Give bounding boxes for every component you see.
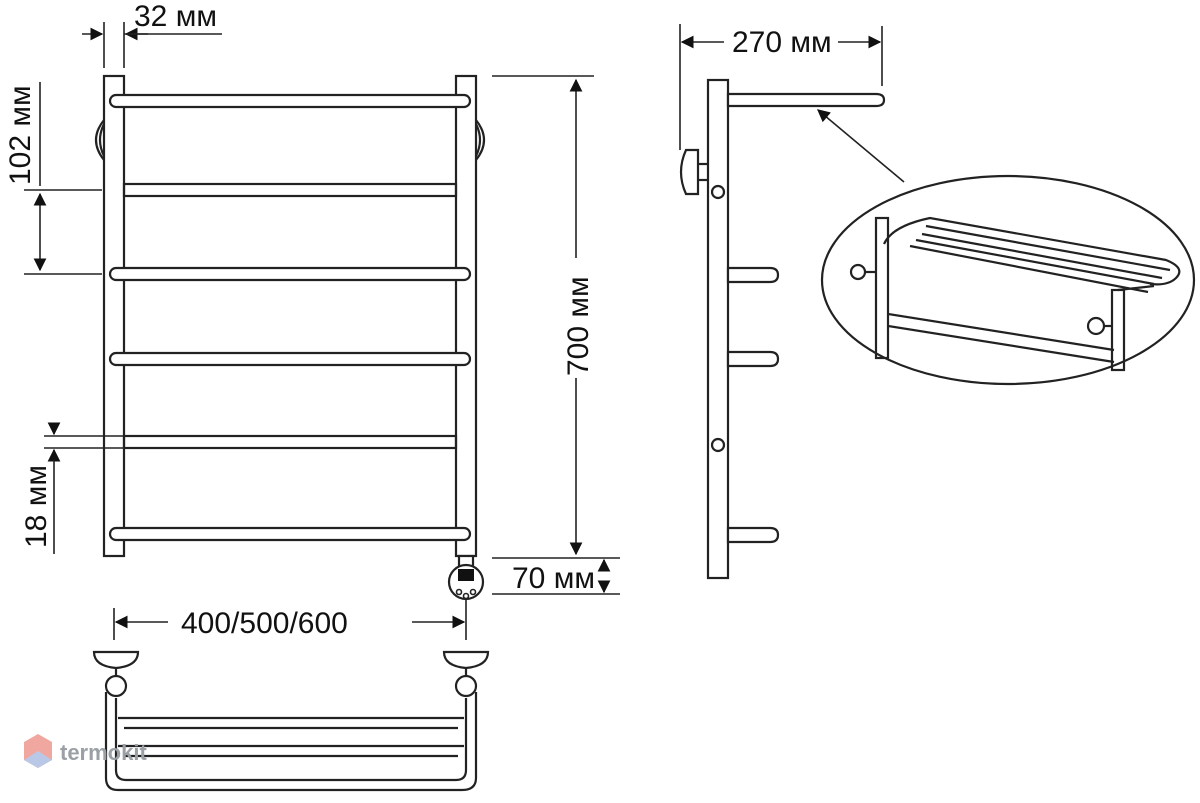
left-post	[102, 74, 126, 558]
dimension-width: 400/500/600	[113, 600, 467, 640]
shelf-frame	[104, 692, 478, 792]
height-label: 700 мм	[562, 276, 595, 376]
depth-label: 270 мм	[732, 26, 832, 59]
front-view	[94, 74, 486, 601]
width-label: 400/500/600	[181, 607, 348, 640]
right-post	[454, 74, 478, 558]
rung-2	[108, 266, 472, 282]
dimension-post-width: 32 мм	[82, 0, 222, 68]
detail-shelf-frame	[882, 216, 1181, 286]
detail-post-left	[874, 216, 890, 360]
top-view	[92, 650, 490, 792]
dimension-top-gap: 102 мм	[4, 82, 102, 275]
detail-mount-left	[849, 263, 867, 281]
left-holder-knob	[104, 674, 128, 698]
heater-display-icon	[458, 569, 474, 581]
dimension-bar-thickness: 18 мм	[20, 422, 124, 554]
side-bolt-1	[710, 184, 726, 200]
right-wall-mount	[475, 119, 486, 161]
right-bracket	[442, 650, 490, 670]
brand-name: termokit	[60, 740, 147, 765]
crossbar-1	[122, 182, 458, 198]
post-width-label: 32 мм	[134, 0, 217, 33]
side-rung-1	[726, 266, 780, 284]
rung-1	[108, 93, 472, 109]
side-bolt-2	[710, 437, 726, 453]
callout-arrow	[817, 109, 905, 183]
side-rung-2	[726, 350, 780, 368]
left-bracket	[92, 650, 140, 670]
brand-watermark: termokit	[24, 734, 147, 768]
side-post	[706, 78, 730, 580]
top-gap-label: 102 мм	[4, 85, 37, 185]
side-view	[679, 78, 886, 580]
left-wall-mount	[94, 119, 105, 161]
side-wall-mount	[679, 148, 700, 196]
rung-4	[108, 526, 472, 542]
side-rung-3	[726, 526, 780, 544]
dimension-bottom-offset: 70 мм	[492, 558, 620, 595]
rung-3	[108, 351, 472, 367]
side-top-shelf	[726, 92, 886, 108]
bar-thickness-label: 18 мм	[20, 465, 53, 548]
dimension-depth: 270 мм	[679, 24, 883, 150]
dimension-height: 700 мм	[492, 75, 620, 559]
bottom-offset-label: 70 мм	[512, 562, 595, 595]
right-holder-knob	[454, 674, 478, 698]
detail-mount-right	[1086, 316, 1106, 336]
crossbar-2	[122, 434, 458, 450]
detail-view	[820, 174, 1196, 386]
